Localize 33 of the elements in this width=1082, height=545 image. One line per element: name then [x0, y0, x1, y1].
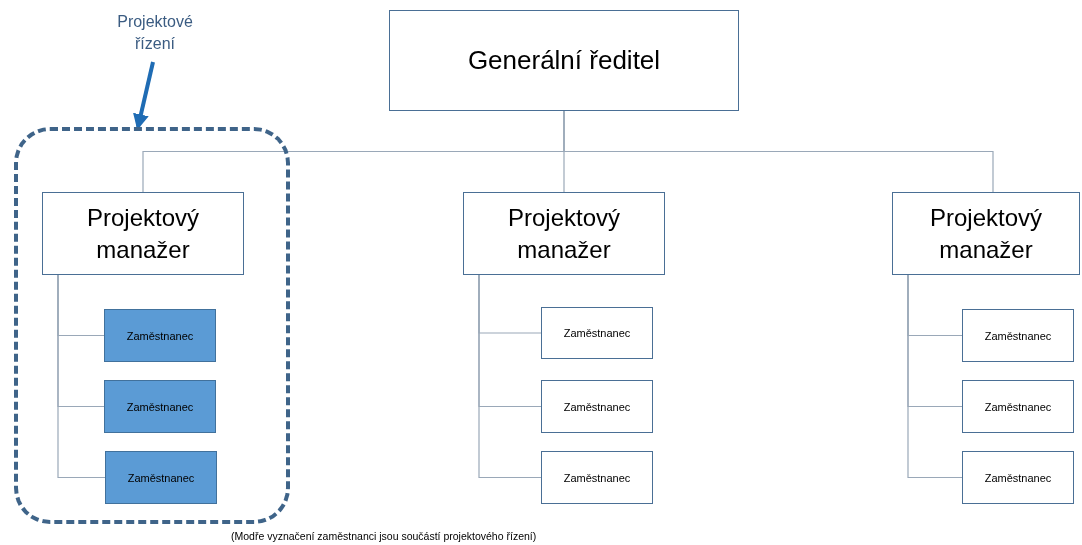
caption: (Modře vyznačení zaměstnanci jsou součástí projektového řízení): [231, 530, 537, 542]
position-box: [892, 192, 1080, 275]
employee-box: [962, 451, 1074, 504]
position-title: Projektový manažer: [85, 203, 200, 265]
employee-label: Zaměstnanec: [126, 329, 194, 342]
annotation-label: Projektové řízení: [95, 6, 215, 60]
employee-box: [541, 380, 653, 433]
employee-label: Zaměstnanec: [984, 400, 1052, 413]
employee-box: [105, 451, 217, 504]
employee-box: [541, 307, 653, 359]
connector-line: [478, 274, 542, 479]
employee-label: Zaměstnanec: [984, 329, 1052, 342]
connector-line: [907, 274, 963, 479]
employee-label: Zaměstnanec: [563, 400, 631, 413]
employee-box: [962, 309, 1074, 362]
employee-label: Zaměstnanec: [126, 400, 194, 413]
dashed-group-outline: [14, 127, 290, 524]
employee-box: [541, 451, 653, 504]
position-title: Projektový manažer: [506, 203, 621, 265]
employee-label: Zaměstnanec: [563, 471, 631, 484]
employee-label: Zaměstnanec: [563, 327, 631, 339]
connector-line: [57, 274, 106, 479]
employee-label: Zaměstnanec: [127, 471, 195, 484]
position-title: Projektový manažer: [928, 203, 1043, 265]
position-title: Generální ředitel: [467, 45, 661, 76]
position-box: [389, 10, 739, 111]
employee-box: [962, 380, 1074, 433]
employee-box: [104, 309, 216, 362]
employee-label: Zaměstnanec: [984, 471, 1052, 484]
position-box: [42, 192, 244, 275]
connector-line: [563, 110, 994, 193]
position-box: [463, 192, 665, 275]
employee-box: [104, 380, 216, 433]
